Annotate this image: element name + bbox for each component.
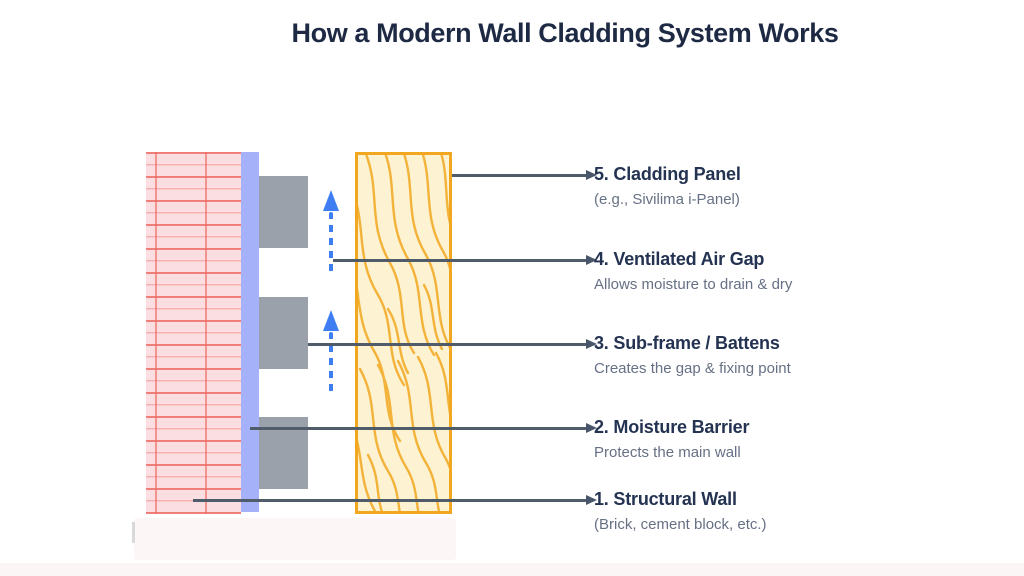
callout-subtitle: (Brick, cement block, etc.) [594,516,767,533]
callout-title: 5. Cladding Panel [594,164,741,184]
arrowhead-icon [323,310,339,331]
leader-line [193,494,597,505]
wall-grid-line [155,152,157,514]
callout-subtitle: (e.g., Sivilima i-Panel) [594,191,740,208]
bottom-sheet-artifact [134,518,456,560]
callout-subtitle: Creates the gap & fixing point [594,360,791,377]
structural-wall-layer [146,152,241,514]
bottom-band [0,563,1024,576]
moisture-barrier-layer [241,152,259,512]
arrowhead-icon [323,190,339,211]
leader-line [308,338,597,349]
right-arrowhead-icon [586,169,597,180]
callout-cladding-panel: 5. Cladding Panel (e.g., Sivilima i-Pane… [594,164,741,209]
callout-title: 3. Sub-frame / Battens [594,333,780,353]
callout-title: 1. Structural Wall [594,489,737,509]
callout-ventilated-air-gap: 4. Ventilated Air Gap Allows moisture to… [594,249,792,294]
wall-grid-line [205,152,207,514]
leader-line [333,254,597,265]
right-arrowhead-icon [586,254,597,265]
dashed-line [329,212,333,272]
cursor-artifact [132,522,135,543]
callout-subtitle: Protects the main wall [594,444,741,461]
dashed-line [329,332,333,392]
batten-block [259,297,308,369]
leader-line [250,422,597,433]
callout-moisture-barrier: 2. Moisture Barrier Protects the main wa… [594,417,749,462]
leader-line [452,169,597,180]
airflow-up-arrow-icon [322,310,340,392]
page-title: How a Modern Wall Cladding System Works [291,18,839,48]
callout-title: 2. Moisture Barrier [594,417,750,437]
airflow-up-arrow-icon [322,190,340,272]
right-arrowhead-icon [586,494,597,505]
right-arrowhead-icon [586,338,597,349]
wood-grain-icon [358,155,449,511]
cladding-panel-layer [355,152,452,514]
callout-title: 4. Ventilated Air Gap [594,249,765,269]
right-arrowhead-icon [586,422,597,433]
batten-block [259,176,308,248]
callout-structural-wall: 1. Structural Wall (Brick, cement block,… [594,489,767,534]
callout-subtitle: Allows moisture to drain & dry [594,276,793,293]
callout-subframe-battens: 3. Sub-frame / Battens Creates the gap &… [594,333,791,378]
